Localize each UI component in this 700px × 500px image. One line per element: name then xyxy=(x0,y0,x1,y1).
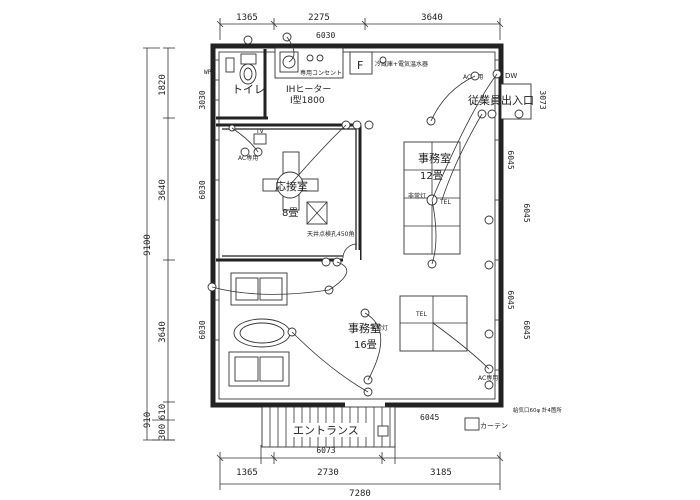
left-dim-2: 3640 xyxy=(158,179,168,201)
electrical-symbols xyxy=(207,32,524,397)
left-dim-1: 1820 xyxy=(158,74,168,96)
dw-label: DW xyxy=(505,72,517,80)
reception-ac-label: AC専用 xyxy=(238,154,258,162)
ih-heater-label: IHヒーター xyxy=(286,84,331,95)
ceiling-hole-note: 天井点検孔450角 xyxy=(307,230,354,238)
top-dimension-line: 1365 2275 3640 xyxy=(216,13,504,40)
right-dim-1: 3073 xyxy=(538,90,547,109)
fridge-f-label: F xyxy=(357,59,363,72)
bottom-dim-1: 1365 xyxy=(236,468,258,478)
lower-office-label: 事務室 xyxy=(348,321,381,335)
toilet-wp-mark: WP xyxy=(204,69,212,76)
kitchen-small-note: 専用コンセント xyxy=(300,69,342,77)
top-dim-2: 2275 xyxy=(308,13,330,23)
reception-label: 応接室 xyxy=(275,179,308,193)
top-inner-dim: 6030 xyxy=(316,31,335,40)
left-inner-dim-2: 6030 xyxy=(198,180,207,199)
top-dim-1: 1365 xyxy=(236,13,258,23)
upper-office-label: 事務室 xyxy=(418,151,451,165)
reception-size: 8畳 xyxy=(282,207,298,219)
bottom-mid-dim: 6073 xyxy=(316,446,335,455)
bottom-total-dim: 7280 xyxy=(349,489,371,499)
lower-ac-label: AC専用 xyxy=(478,374,498,382)
entrance-label: エントランス xyxy=(293,424,359,437)
left-total-dim: 9100 xyxy=(143,234,153,256)
bottom-dim-2: 2730 xyxy=(317,468,339,478)
upper-office-desks xyxy=(403,141,461,255)
right-dim-2b: 6045 xyxy=(522,203,531,222)
bottom-dim-3: 3185 xyxy=(430,468,452,478)
staff-entrance-label: 従業員出入口 xyxy=(468,93,534,107)
lower-tel: TEL xyxy=(415,311,427,318)
top-dim-3: 3640 xyxy=(421,13,443,23)
bottom-dimension-line xyxy=(216,445,504,490)
bottom-inner-dim: 6045 xyxy=(420,413,439,422)
oval-table xyxy=(233,318,291,348)
ih-model-label: I型1800 xyxy=(290,95,325,106)
curtain-label: カーテン xyxy=(480,422,508,430)
left-dim-small-1: 610 xyxy=(158,404,168,420)
toilet-label: トイレ xyxy=(232,83,265,96)
right-dim-3b: 6045 xyxy=(522,320,531,339)
wiring xyxy=(211,36,498,393)
appliance-note: 冷蔵庫+電気温水器 xyxy=(375,60,428,68)
upper-emergency-light: 非常灯 xyxy=(408,192,426,200)
left-inner-dim-1: 3030 xyxy=(198,90,207,109)
right-dim-2: 6045 xyxy=(506,150,515,169)
upper-office-size: 12畳 xyxy=(420,170,443,182)
left-dim-small-2: 300 xyxy=(158,424,168,440)
toilet-fixtures xyxy=(225,53,257,85)
curtain-box xyxy=(464,417,480,431)
tv-icon xyxy=(253,133,267,145)
entrance-light-icon xyxy=(377,425,389,437)
left-dim-3: 3640 xyxy=(158,321,168,343)
left-inner-dim-3: 6030 xyxy=(198,320,207,339)
upper-tel: TEL xyxy=(439,199,451,206)
reception-table xyxy=(262,151,328,225)
right-dim-3: 6045 xyxy=(506,290,515,309)
vent-note: 給気口60φ 計4箇所 xyxy=(513,406,562,414)
tv-label: TV xyxy=(255,128,265,135)
kitchenette xyxy=(274,47,373,79)
sofa-lower xyxy=(228,351,290,387)
left-dim-4: 910 xyxy=(143,412,153,428)
lower-office-size: 16畳 xyxy=(354,339,377,351)
interior-walls xyxy=(216,49,362,262)
left-dimension-line xyxy=(143,47,175,441)
sofa-upper xyxy=(230,272,288,306)
